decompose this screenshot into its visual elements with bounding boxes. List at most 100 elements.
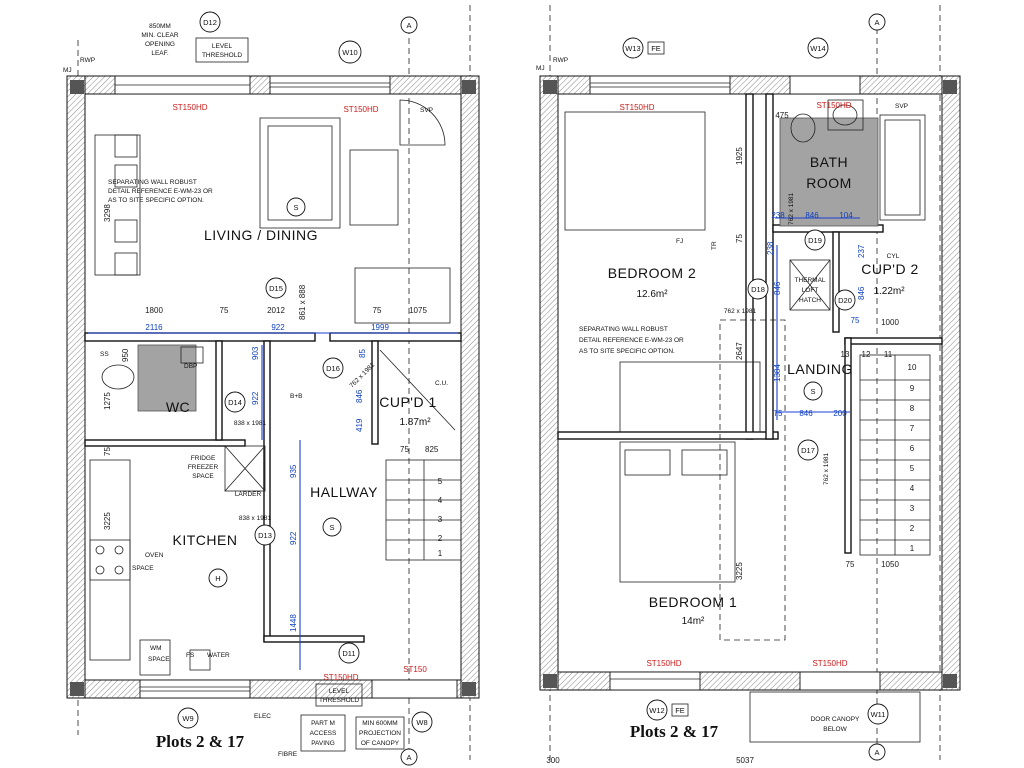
note: FS (186, 652, 195, 659)
note: LARDER (235, 491, 262, 498)
section-marker: A (874, 748, 879, 757)
stair-number: 5 (910, 464, 915, 473)
section-marker: A (406, 753, 411, 762)
stair-number: 4 (438, 496, 443, 505)
room-bedroom-2: BEDROOM 2 (608, 265, 697, 281)
party-wall-left (66, 75, 86, 699)
dimension: 3298 (103, 204, 112, 222)
bathroom-shaded-area (779, 117, 879, 227)
corner-post (462, 682, 476, 696)
dimension: 1384 (773, 364, 782, 382)
note: SS (100, 351, 109, 358)
basin (180, 346, 204, 364)
note: PAVING (311, 740, 335, 747)
dining-table (94, 134, 141, 276)
lintel-label: ST150HD (816, 101, 851, 110)
sofa (259, 117, 341, 229)
stair-number: 12 (862, 350, 871, 359)
tag-w10: W10 (342, 48, 357, 57)
window-w9 (139, 679, 251, 699)
hob (89, 539, 131, 581)
dimension: 2647 (735, 342, 744, 360)
note: LEAF. (151, 50, 169, 57)
note: LEVEL (329, 688, 350, 695)
stair-number: 2 (910, 524, 915, 533)
note: THRESHOLD (319, 697, 359, 704)
room-cupd-1: CUP'D 1 (379, 394, 437, 410)
dimension: 237 (857, 244, 866, 258)
tag-fe: FE (675, 706, 685, 715)
sofa-2 (354, 267, 451, 324)
tag-d19: D19 (808, 236, 822, 245)
dimension: 825 (425, 445, 439, 454)
note: SVP (420, 107, 433, 114)
note: CYL (887, 253, 900, 260)
stair-number: 1 (438, 549, 443, 558)
tag-fe: FE (651, 44, 661, 53)
stair-number: 9 (910, 384, 915, 393)
wall-stair-left (844, 337, 852, 554)
note: HATCH (799, 297, 821, 304)
section-marker: A (874, 18, 879, 27)
note: SVP (895, 103, 908, 110)
wall-bed2 (745, 93, 754, 440)
tag-w8: W8 (416, 718, 427, 727)
room-hallway: HALLWAY (310, 484, 378, 500)
tag-w9: W9 (182, 714, 193, 723)
dimension: 200 (833, 409, 847, 418)
lintel-label: ST150HD (646, 659, 681, 668)
room-living-dining: LIVING / DINING (204, 227, 318, 243)
dimension: 846 (355, 389, 364, 403)
stair-number: 2 (438, 534, 443, 543)
room-area: 1.22m² (873, 286, 905, 297)
dimension: 922 (271, 323, 285, 332)
note-separating-wall: SEPARATING WALL ROBUST (108, 179, 197, 186)
note: TR (711, 241, 718, 250)
water-tank (189, 649, 211, 671)
tag-d20: D20 (838, 296, 852, 305)
note-separating-wall: AS TO SITE SPECIFIC OPTION. (108, 197, 204, 204)
note: THRESHOLD (202, 52, 242, 59)
note-separating-wall: SEPARATING WALL ROBUST (579, 326, 668, 333)
bed-2 (564, 111, 706, 231)
party-wall-left (539, 75, 559, 691)
dimension: 75 (373, 306, 382, 315)
dimension: 75 (851, 316, 860, 325)
note: DOOR CANOPY (811, 716, 860, 723)
note: B+B (290, 393, 302, 400)
window-w12 (609, 671, 701, 691)
dimension: 475 (775, 111, 789, 120)
dimension: 903 (251, 346, 260, 360)
note: FRIDGE (191, 455, 216, 462)
dimension: 75 (400, 445, 409, 454)
stair-number: 3 (910, 504, 915, 513)
door-w8 (371, 679, 458, 699)
tag-s: S (293, 203, 298, 212)
section-marker: A (406, 21, 411, 30)
stair-number: 3 (438, 515, 443, 524)
corner-post (70, 682, 84, 696)
basin (827, 99, 864, 131)
stair-number: 11 (884, 350, 893, 359)
dimension: 419 (355, 418, 364, 432)
worktop (89, 459, 131, 661)
tag-w11: W11 (871, 710, 886, 719)
note: MJ (536, 65, 545, 72)
dimension: 75 (735, 234, 744, 243)
stair-number: 10 (908, 363, 917, 372)
wall-cupd2 (832, 231, 840, 333)
lintel-label: ST150 (403, 665, 427, 674)
room-kitchen: KITCHEN (173, 532, 238, 548)
note: MIN 600MM (362, 720, 397, 727)
note: BELOW (823, 726, 847, 733)
wall-bath (765, 93, 774, 440)
stair-number: 8 (910, 404, 915, 413)
rear-wall (539, 671, 961, 691)
note: FIBRE (278, 751, 298, 758)
note: FJ (676, 238, 683, 245)
door-size: 838 x 1981 (234, 420, 267, 427)
stair-number: 7 (910, 424, 915, 433)
note: C.U. (435, 380, 448, 387)
note: RWP (80, 57, 95, 64)
dimension: 1999 (371, 323, 389, 332)
